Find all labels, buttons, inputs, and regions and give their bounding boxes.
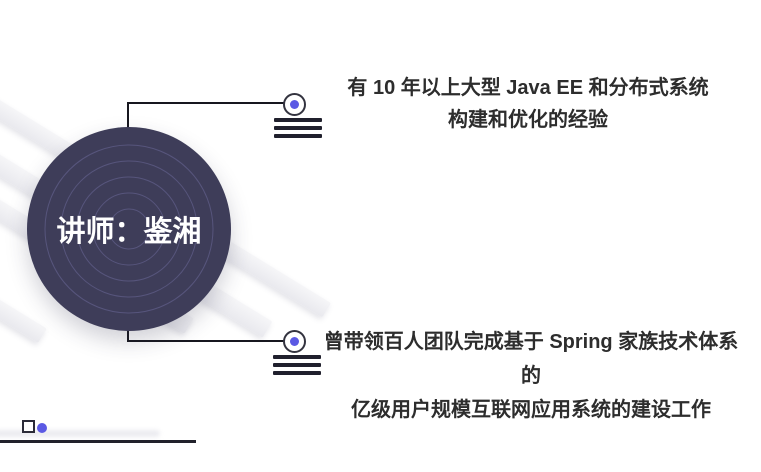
- instructor-circle: 讲师：鉴湘: [27, 127, 231, 331]
- connector-line-bottom-horizontal: [127, 340, 284, 342]
- triple-line-icon: [274, 118, 322, 138]
- line-bar: [273, 371, 321, 375]
- connector-line-top-vertical: [127, 102, 129, 129]
- experience-point-2-line-1: 曾带领百人团队完成基于 Spring 家族技术体系的: [323, 331, 739, 387]
- accent-dot-icon: [290, 337, 299, 346]
- experience-point-1-line-2: 构建和优化的经验: [448, 109, 608, 131]
- concentric-rings-icon: [44, 144, 214, 314]
- line-bar: [274, 134, 322, 138]
- experience-point-2: 曾带领百人团队完成基于 Spring 家族技术体系的 亿级用户规模互联网应用系统…: [315, 325, 747, 427]
- footer-shadow-streak: [0, 430, 160, 437]
- connector-line-top-horizontal: [127, 102, 284, 104]
- accent-dot-icon: [37, 423, 47, 433]
- line-bar: [274, 118, 322, 122]
- ring-dot-icon: [283, 93, 306, 116]
- footer-rule: [0, 440, 196, 443]
- triple-line-icon: [273, 355, 321, 375]
- experience-point-1: 有 10 年以上大型 Java EE 和分布式系统 构建和优化的经验: [312, 72, 744, 136]
- instructor-name: 讲师：鉴湘: [56, 216, 202, 248]
- line-bar: [273, 355, 321, 359]
- ring-dot-icon: [283, 330, 306, 353]
- experience-point-2-line-2: 亿级用户规模互联网应用系统的建设工作: [351, 399, 711, 421]
- line-bar: [273, 363, 321, 367]
- line-bar: [274, 126, 322, 130]
- connector-line-bottom-vertical: [127, 329, 129, 342]
- accent-dot-icon: [290, 100, 299, 109]
- square-outline-icon: [22, 420, 35, 433]
- experience-point-1-line-1: 有 10 年以上大型 Java EE 和分布式系统: [347, 77, 709, 99]
